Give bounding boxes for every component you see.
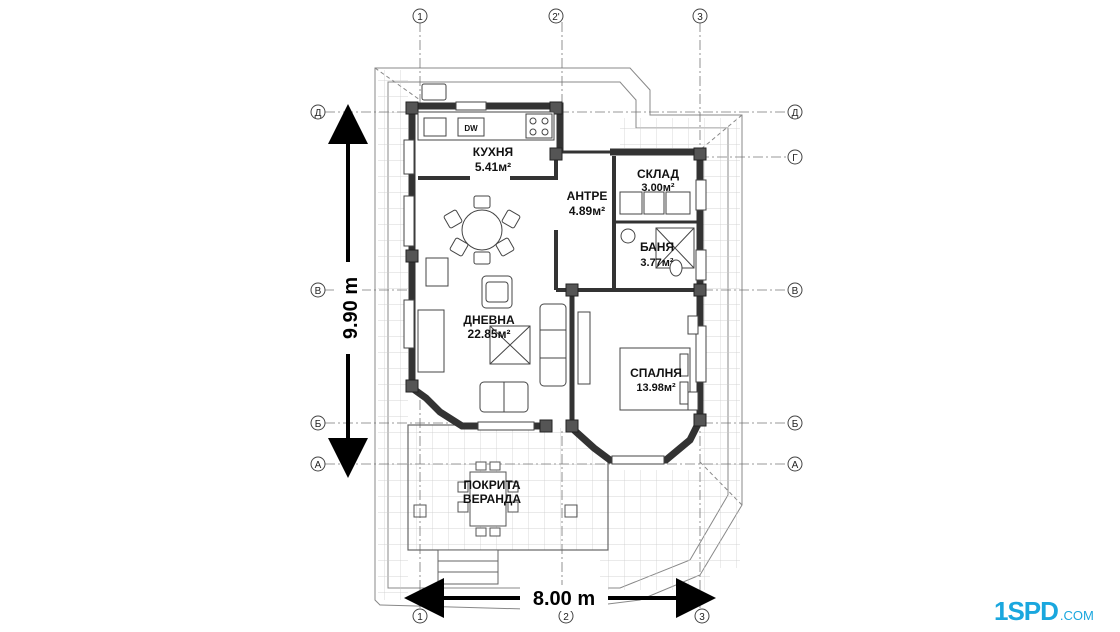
hall-name: АНТРЕ xyxy=(567,189,608,203)
bath-fixtures xyxy=(619,191,695,277)
height-dimension: 9.90 m xyxy=(328,104,368,478)
width-dimension-label: 8.00 m xyxy=(533,588,595,610)
veranda-name-line1: ПОКРИТА xyxy=(463,478,520,492)
terrace-tiles xyxy=(378,70,740,600)
windows xyxy=(403,101,707,465)
bath-name: БАНЯ xyxy=(640,240,674,254)
bed xyxy=(577,311,699,411)
axis-label-right-b: Б xyxy=(792,419,799,430)
bath-area: 3.77м² xyxy=(640,257,674,269)
storage-name: СКЛАД xyxy=(637,167,680,181)
dining-table xyxy=(443,195,521,265)
dishwasher-label: DW xyxy=(464,124,478,133)
axis-label-left-a: А xyxy=(315,460,322,471)
axis-label-right-g: Г xyxy=(792,153,798,164)
axis-label-bottom-1: 1 xyxy=(417,612,423,623)
site-logo[interactable]: 1SPD .COM xyxy=(994,594,1118,624)
axis-label-right-d: Д xyxy=(792,108,799,119)
kitchen-name: КУХНЯ xyxy=(473,145,513,159)
axis-label-right-a: А xyxy=(792,460,799,471)
logo-mark: 1SPD xyxy=(994,596,1059,626)
room-labels: КУХНЯ 5.41м² АНТРЕ 4.89м² СКЛАД 3.00м² Б… xyxy=(463,145,682,506)
bedroom-name: СПАЛНЯ xyxy=(630,366,682,380)
width-dimension: 8.00 m xyxy=(404,578,716,618)
hall-area: 4.89м² xyxy=(569,204,605,218)
axis-label-left-b: Б xyxy=(315,419,322,430)
height-dimension-label: 9.90 m xyxy=(340,277,362,339)
kitchen-area: 5.41м² xyxy=(475,160,511,174)
axis-label-bottom-2: 2 xyxy=(563,612,569,623)
axis-label-top-1: 1 xyxy=(417,12,423,23)
logo-domain: .COM xyxy=(1059,608,1094,623)
living-furniture xyxy=(417,257,567,413)
axis-label-left-d: Д xyxy=(315,108,322,119)
bedroom-area: 13.98м² xyxy=(636,382,676,394)
axis-label-top-3: 3 xyxy=(697,12,703,23)
axis-label-left-v: В xyxy=(315,286,322,297)
storage-area: 3.00м² xyxy=(641,182,675,194)
axis-label-top-2: 2' xyxy=(552,12,560,23)
axis-label-bottom-3: 3 xyxy=(699,612,705,623)
axis-label-right-v: В xyxy=(792,286,799,297)
columns xyxy=(405,101,707,433)
living-area: 22.85м² xyxy=(468,327,511,341)
veranda-name-line2: ВЕРАНДА xyxy=(463,492,522,506)
kitchen-counter xyxy=(417,83,555,141)
veranda xyxy=(407,424,609,585)
living-name: ДНЕВНА xyxy=(463,313,515,327)
